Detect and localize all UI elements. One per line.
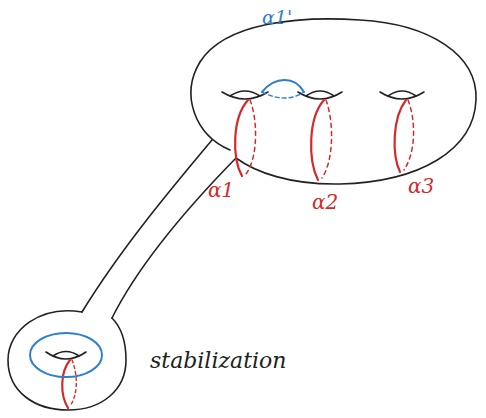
hole [230, 91, 260, 96]
hole [46, 352, 86, 359]
alpha-curve [395, 100, 406, 172]
meridian-curve [70, 360, 76, 406]
hole [222, 92, 268, 99]
hole [53, 352, 79, 357]
alpha-prime-curve [262, 80, 304, 92]
alpha-curve [404, 100, 414, 170]
tube [112, 158, 236, 318]
alpha-prime-curve [262, 92, 304, 98]
tube [82, 140, 212, 312]
curve-label: α2 [312, 192, 338, 212]
longitude-curve [30, 333, 102, 377]
hole [380, 92, 424, 99]
hole [298, 92, 342, 99]
hole [306, 91, 334, 96]
curve-label: α3 [408, 176, 434, 196]
hole [388, 91, 416, 96]
curve-label: α1' [262, 8, 292, 27]
meridian-curve [62, 360, 70, 408]
curve-label: α1 [208, 180, 234, 200]
alpha-curve [246, 100, 256, 174]
alpha-curve [322, 100, 332, 178]
alpha-curve [235, 100, 248, 176]
alpha-curve [311, 100, 324, 180]
torus-outline [8, 311, 126, 410]
annotation-text: stabilization [150, 350, 286, 372]
